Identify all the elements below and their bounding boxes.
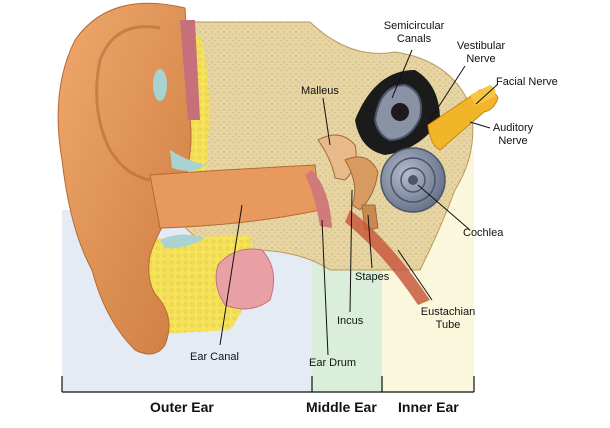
label-incus: Incus — [337, 315, 364, 327]
label-ear-drum: Ear Drum — [309, 357, 357, 369]
cochlea-spiral-3 — [408, 175, 418, 185]
facial-nerve-shape — [470, 85, 496, 106]
label-semicircular-line1: Semicircular — [383, 20, 445, 32]
label-malleus: Malleus — [301, 85, 339, 97]
leader-facial — [475, 83, 499, 105]
eustachian-tube-shape — [345, 210, 430, 305]
label-vestibular-line2: Nerve — [466, 53, 496, 65]
label-semicircular-line2: Canals — [396, 33, 432, 45]
section-outer-ear: Outer Ear — [150, 399, 214, 415]
leader-lines — [219, 49, 499, 356]
cartilage-upper — [153, 69, 167, 101]
label-auditory-line1: Auditory — [492, 122, 534, 134]
label-auditory-nerve: Auditory Nerve — [484, 122, 542, 148]
section-inner-ear: Inner Ear — [398, 399, 459, 415]
section-bracket — [61, 376, 475, 393]
leader-ear-drum — [321, 219, 329, 356]
leader-vestibular — [429, 65, 466, 121]
incus-bone — [344, 156, 379, 211]
section-middle-ear: Middle Ear — [306, 399, 377, 415]
cartilage-lower — [160, 234, 205, 249]
leader-incus — [349, 189, 353, 313]
label-eustachian-tube: Eustachian Tube — [414, 306, 482, 332]
label-eustachian-line2: Tube — [435, 319, 461, 331]
parotid-tissue — [215, 248, 275, 310]
label-eustachian-line1: Eustachian — [420, 306, 476, 318]
leader-stapes — [367, 214, 373, 269]
canal-loop — [391, 103, 409, 121]
leader-semicircular — [391, 49, 413, 99]
label-facial-nerve: Facial Nerve — [496, 76, 558, 88]
leader-ear-canal — [219, 204, 243, 346]
vessel-stripe — [180, 20, 200, 120]
label-ear-canal: Ear Canal — [190, 351, 239, 363]
leader-eustachian — [397, 249, 433, 301]
label-semicircular-canals: Semicircular Canals — [378, 20, 450, 46]
label-vestibular-nerve: Vestibular Nerve — [450, 40, 512, 66]
label-auditory-line2: Nerve — [498, 135, 528, 147]
cartilage-mid — [170, 150, 205, 171]
ear-drum — [305, 170, 332, 228]
leader-malleus — [322, 97, 331, 146]
cochlea-spiral-2 — [400, 167, 426, 193]
label-vestibular-line1: Vestibular — [456, 40, 506, 52]
leader-cochlea — [417, 184, 471, 231]
label-cochlea: Cochlea — [463, 227, 504, 239]
cochlea-spiral-1 — [390, 157, 436, 203]
auricle-fold — [95, 25, 161, 182]
leader-auditory — [469, 121, 491, 129]
label-stapes: Stapes — [355, 271, 390, 283]
